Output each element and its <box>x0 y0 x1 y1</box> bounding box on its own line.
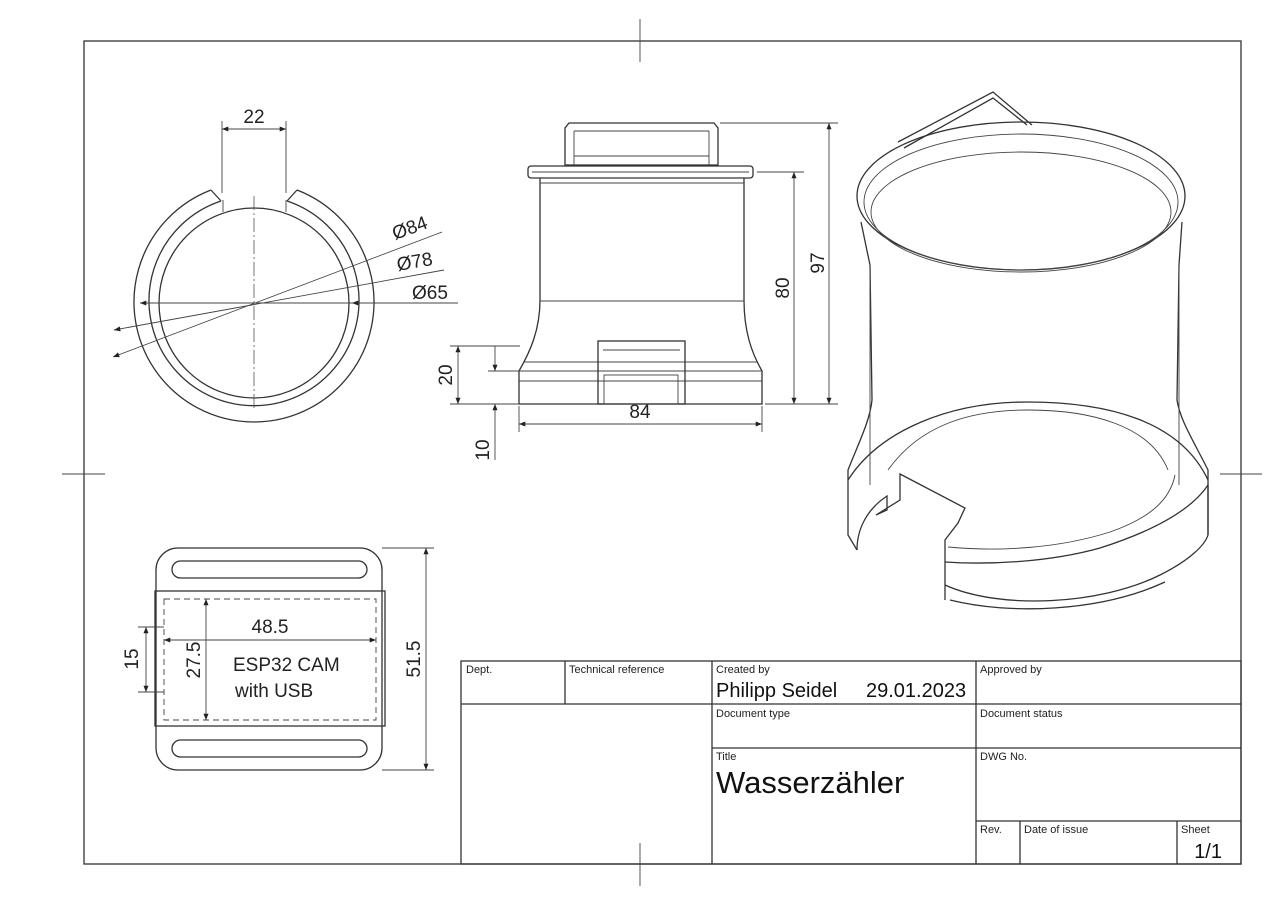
title-block: Dept. Technical reference Created by Phi… <box>460 660 1242 865</box>
sheet-label: Sheet <box>1181 824 1210 836</box>
drawing-frame <box>62 19 1262 886</box>
tech-ref-label: Technical reference <box>569 664 664 676</box>
dwg-no-label: DWG No. <box>980 751 1027 763</box>
dim-board-height: 27.5 <box>184 642 205 679</box>
document-type-label: Document type <box>716 708 790 720</box>
created-by-name: Philipp Seidel <box>716 680 837 702</box>
dim-board-offset: 15 <box>122 648 143 669</box>
dim-slot-width: 22 <box>243 107 264 128</box>
dim-board-width: 48.5 <box>252 617 289 638</box>
front-view: 97 80 20 10 84 <box>436 122 838 461</box>
dim-dia-65: Ø65 <box>412 283 448 304</box>
dim-height-97: 97 <box>808 252 829 273</box>
dim-dia-84: Ø84 <box>390 213 431 245</box>
dim-board-outer-height: 51.5 <box>404 641 425 678</box>
top-view: 22 Ø84 Ø78 Ø65 <box>112 107 458 423</box>
sheet-number: 1/1 <box>1194 841 1222 863</box>
board-label-line1: ESP32 CAM <box>233 655 340 676</box>
created-date: 29.01.2023 <box>866 680 966 702</box>
board-view: 51.5 48.5 27.5 15 ESP32 CAM with USB <box>122 547 434 771</box>
dim-height-80: 80 <box>773 277 794 298</box>
document-status-label: Document status <box>980 708 1063 720</box>
dim-height-10: 10 <box>473 439 494 460</box>
approved-by-label: Approved by <box>980 664 1042 676</box>
created-by-label: Created by <box>716 664 770 676</box>
dim-height-20: 20 <box>436 364 457 385</box>
date-of-issue-label: Date of issue <box>1024 824 1088 836</box>
dim-width-84: 84 <box>629 402 651 423</box>
rev-label: Rev. <box>980 824 1002 836</box>
isometric-view <box>847 91 1209 610</box>
board-label-line2: with USB <box>234 681 313 702</box>
title-label: Title <box>716 751 736 763</box>
dim-dia-78: Ø78 <box>395 249 434 276</box>
dept-label: Dept. <box>466 664 492 676</box>
drawing-title: Wasserzähler <box>716 765 904 800</box>
